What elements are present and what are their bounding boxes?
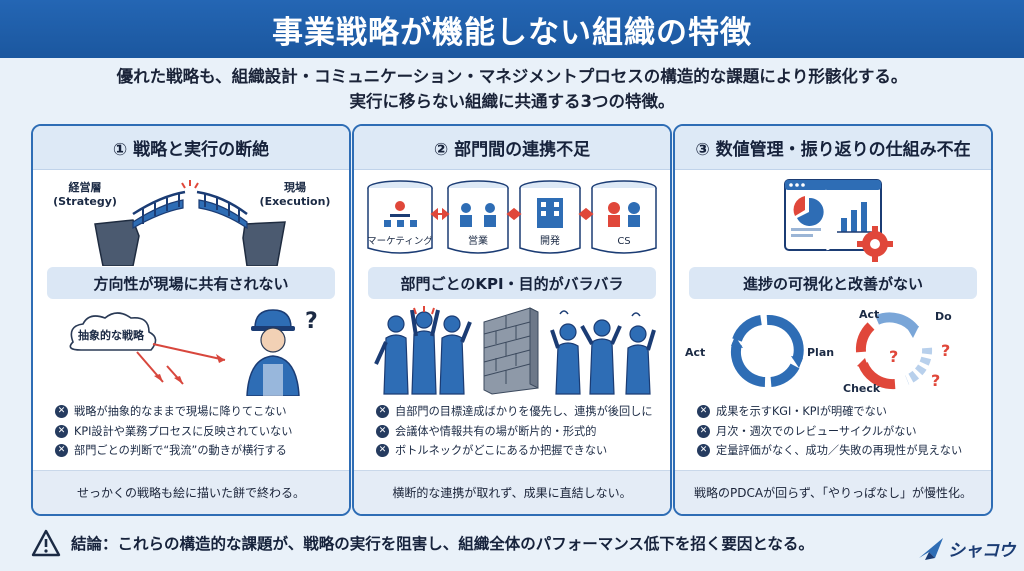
list-item: ✕ボトルネックがどこにあるか把握できない — [376, 441, 666, 461]
silo-illustration: マーケティング 営業 開発 CS — [367, 180, 657, 254]
bullet-list: ✕成果を示すKGI・KPIが明確でない ✕月次・週次でのレビューサイクルがない … — [697, 402, 987, 461]
broken-cycle-icon — [855, 312, 933, 390]
conclusion-text: 結論：これらの構造的な課題が、戦略の実行を阻害し、組織全体のパフォーマンス低下を… — [71, 535, 814, 553]
silo-icon — [591, 180, 657, 254]
broken-bridge-icon: 経営層 (Strategy) 現場 (Execution) — [53, 180, 331, 266]
x-icon: ✕ — [376, 405, 389, 419]
department-label: マーケティング — [367, 235, 433, 247]
department-label: 開発 — [540, 234, 560, 247]
panel-footer: 横断的な連携が取れず、成果に直結しない。 — [354, 470, 670, 514]
cloud-label: 抽象的な戦略 — [78, 328, 145, 342]
panel-strategy-execution-gap: ① 戦略と実行の断絶 経営層 (Strategy) 現場 (Execution)… — [31, 124, 351, 516]
panel-department-coordination: ② 部門間の連携不足 マーケティング 営業 — [352, 124, 672, 516]
panel-subheading: 進捗の可視化と改善がない — [689, 267, 977, 299]
panel-heading: ② 部門間の連携不足 — [354, 126, 670, 170]
x-icon: ✕ — [697, 424, 710, 438]
department-label: CS — [617, 236, 630, 247]
list-item: ✕月次・週次でのレビューサイクルがない — [697, 422, 987, 442]
panel-metrics-review: ③ 数値管理・振り返りの仕組み不在 進捗の可視化と改善がない — [673, 124, 993, 516]
panel-subheading: 方向性が現場に共有されない — [47, 267, 335, 299]
list-item: ✕会議体や情報共有の場が断片的・形式的 — [376, 422, 666, 442]
do-label: Do — [935, 310, 952, 323]
list-item: ✕部門ごとの判断で“我流”の動きが横行する — [55, 441, 345, 461]
brick-wall-icon — [483, 307, 539, 395]
panel-footer: 戦略のPDCAが回らず、「やりっぱなし」が慢性化。 — [675, 470, 991, 514]
x-icon: ✕ — [55, 424, 68, 438]
blocked-teams-illustration — [374, 306, 656, 395]
dashboard-icon — [784, 179, 882, 251]
list-item: ✕成果を示すKGI・KPIが明確でない — [697, 402, 987, 422]
page-title: 事業戦略が機能しない組織の特徴 — [272, 14, 752, 51]
silo-icon — [447, 180, 509, 254]
department-label: 営業 — [468, 234, 488, 247]
abstract-strategy-illustration: 抽象的な戦略 ? — [69, 309, 318, 396]
list-item: ✕定量評価がなく、成功／失敗の再現性が見えない — [697, 441, 987, 461]
question-mark: ? — [941, 341, 950, 360]
plan-label: Plan — [807, 346, 834, 359]
act-label: Act — [859, 308, 879, 321]
question-mark: ? — [889, 347, 898, 366]
logo-text: シャコウ — [948, 541, 1016, 561]
question-mark: ? — [931, 371, 940, 390]
panel-heading: ① 戦略と実行の断絶 — [33, 126, 349, 170]
panel-heading: ③ 数値管理・振り返りの仕組み不在 — [675, 126, 991, 170]
x-icon: ✕ — [376, 444, 389, 458]
x-icon: ✕ — [55, 405, 68, 419]
label-field: 現場 — [284, 180, 306, 194]
lead-line-1: 優れた戦略も、組織設計・コミュニケーション・マネジメントプロセスの構造的な課題に… — [116, 67, 908, 86]
lead-text: 優れた戦略も、組織設計・コミュニケーション・マネジメントプロセスの構造的な課題に… — [0, 64, 1024, 114]
people-icon — [374, 309, 472, 395]
lead-line-2: 実行に移らない組織に共通する3つの特徴。 — [349, 92, 675, 111]
label-management: 経営層 — [69, 180, 102, 194]
panel-footer: せっかくの戦略も絵に描いた餅で終わる。 — [33, 470, 349, 514]
silo-icon — [367, 180, 433, 254]
label-execution: (Execution) — [260, 195, 331, 208]
label-strategy: (Strategy) — [53, 195, 117, 208]
double-arrow-icon — [430, 207, 594, 221]
question-mark: ? — [305, 309, 318, 334]
silo-icon — [519, 180, 581, 254]
bullet-list: ✕自部門の目標達成ばかりを優先し、連携が後回しに ✕会議体や情報共有の場が断片的… — [376, 402, 666, 461]
bullet-list: ✕戦略が抽象的なままで現場に降りてこない ✕KPI設計や業務プロセスに反映されて… — [55, 402, 345, 461]
x-icon: ✕ — [697, 444, 710, 458]
act-label: Act — [685, 346, 705, 359]
check-label: Check — [843, 382, 881, 395]
confused-people-icon — [550, 319, 656, 395]
x-icon: ✕ — [697, 405, 710, 419]
dashboard-illustration — [784, 179, 893, 262]
pdca-cycle-illustration: Act Plan Act Do Check ? ? ? — [685, 308, 952, 395]
list-item: ✕自部門の目標達成ばかりを優先し、連携が後回しに — [376, 402, 666, 422]
list-item: ✕KPI設計や業務プロセスに反映されていない — [55, 422, 345, 442]
worker-icon — [246, 309, 300, 396]
warning-icon — [31, 529, 61, 557]
x-icon: ✕ — [55, 444, 68, 458]
list-item: ✕戦略が抽象的なままで現場に降りてこない — [55, 402, 345, 422]
x-icon: ✕ — [376, 424, 389, 438]
cycle-icon — [730, 314, 804, 387]
conclusion-bar: 結論：これらの構造的な課題が、戦略の実行を阻害し、組織全体のパフォーマンス低下を… — [31, 526, 881, 560]
gear-icon — [857, 226, 893, 262]
cloud-icon — [69, 312, 157, 351]
panel-subheading: 部門ごとのKPI・目的がバラバラ — [368, 267, 656, 299]
logo-mark-icon — [919, 538, 943, 560]
title-bar: 事業戦略が機能しない組織の特徴 — [0, 0, 1024, 58]
